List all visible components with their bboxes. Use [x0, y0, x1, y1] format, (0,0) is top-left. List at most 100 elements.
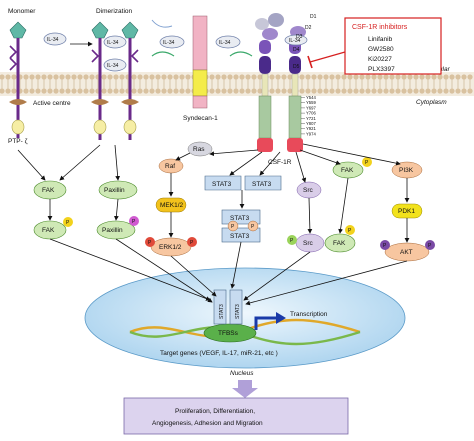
lipid-head: [227, 74, 233, 80]
lipid-head: [65, 88, 71, 94]
lipid-head: [431, 74, 437, 80]
il34-csf1r-label: IL-34: [289, 38, 301, 44]
inhibitor-item: Linifanib: [368, 36, 393, 43]
lipid-head: [371, 88, 377, 94]
lipid-head: [29, 88, 35, 94]
raf-node: Raf: [158, 158, 184, 174]
lipid-head: [59, 88, 65, 94]
lipid-head: [11, 74, 17, 80]
residue-label: Y706: [306, 111, 316, 116]
lipid-head: [35, 88, 41, 94]
lipid-head: [365, 88, 371, 94]
lipid-head: [161, 88, 167, 94]
lipid-head: [389, 88, 395, 94]
lipid-head: [299, 74, 305, 80]
src-node-a: Src: [296, 181, 322, 199]
fak-label: FAK: [333, 240, 346, 247]
paxillin-label: Paxillin: [102, 227, 123, 234]
lipid-head: [137, 74, 143, 80]
lipid-head: [245, 74, 251, 80]
lipid-head: [317, 74, 323, 80]
lipid-head: [233, 74, 239, 80]
lipid-head: [365, 74, 371, 80]
pi3k-label: PI3K: [399, 167, 414, 174]
stat3-nuclear-dimer: STAT3 STAT3: [213, 289, 243, 325]
outcome-box: Proliferation, Differentiation, Angiogen…: [123, 397, 349, 435]
lipid-head: [47, 74, 53, 80]
il34-ligand: IL-34: [43, 32, 67, 46]
lipid-head: [275, 74, 281, 80]
csf1r-label: CSF-1R: [268, 159, 292, 166]
lipid-head: [443, 88, 449, 94]
il34-syndecan-label-1: IL-34: [163, 40, 175, 46]
lipid-head: [77, 88, 83, 94]
lipid-head: [239, 88, 245, 94]
outcome-line-2: Angiogenesis, Adhesion and Migration: [152, 420, 263, 427]
lipid-head: [65, 74, 71, 80]
lipid-head: [173, 88, 179, 94]
inhibition-bar: [307, 55, 313, 69]
lipid-head: [47, 88, 53, 94]
lipid-head: [395, 88, 401, 94]
residue-label: Y974: [306, 131, 316, 136]
lipid-head: [467, 88, 473, 94]
lipid-head: [251, 74, 257, 80]
lipid-head: [257, 88, 263, 94]
d2-label: D2: [305, 25, 312, 31]
lipid-head: [437, 74, 443, 80]
syndecan-label: Syndecan-1: [183, 115, 218, 122]
lipid-head: [215, 88, 221, 94]
mek-label: MEK1/2: [160, 202, 184, 209]
pathway-arrows: [17, 143, 410, 306]
lipid-head: [101, 74, 107, 80]
fak-node-c: FAK P: [332, 157, 372, 179]
lipid-head: [155, 88, 161, 94]
lipid-head: [209, 88, 215, 94]
pi3k-node: PI3K: [391, 161, 423, 179]
lipid-head: [467, 74, 473, 80]
lipid-head: [341, 88, 347, 94]
lipid-head: [89, 88, 95, 94]
lipid-head: [437, 88, 443, 94]
phospho-label: P: [148, 240, 152, 246]
stat3-label: STAT3: [230, 215, 250, 222]
syndecan-1: IL-34 IL-34: [151, 15, 253, 109]
lipid-head: [227, 88, 233, 94]
lipid-head: [311, 74, 317, 80]
lipid-head: [185, 88, 191, 94]
lipid-head: [179, 88, 185, 94]
akt-label: AKT: [400, 249, 413, 256]
lipid-head: [329, 74, 335, 80]
lipid-head: [287, 88, 293, 94]
lipid-head: [29, 74, 35, 80]
ptp-label: PTP- ζ: [8, 138, 28, 145]
lipid-head: [359, 74, 365, 80]
phospho-label: P: [132, 219, 136, 225]
lipid-head: [281, 88, 287, 94]
lipid-head: [11, 88, 17, 94]
active-centre-label: Active centre: [33, 100, 71, 107]
nucleus: [84, 267, 406, 369]
target-genes-label: Target genes (VEGF, IL-17, miR-21, etc ): [160, 350, 278, 357]
lipid-head: [245, 88, 251, 94]
lipid-head: [5, 88, 11, 94]
lipid-head: [359, 88, 365, 94]
lipid-head: [119, 88, 125, 94]
lipid-head: [329, 88, 335, 94]
lipid-head: [281, 74, 287, 80]
erk-node: ERK1/2 P P: [145, 237, 197, 257]
residue-label: Y921: [306, 126, 316, 131]
lipid-head: [461, 74, 467, 80]
lipid-head: [185, 74, 191, 80]
lipid-head: [83, 88, 89, 94]
d3-label: D3: [296, 34, 303, 40]
inhibitor-item: PLX3397: [368, 66, 395, 73]
lipid-head: [5, 74, 11, 80]
src-label: Src: [303, 187, 314, 194]
lipid-head: [71, 74, 77, 80]
lipid-head: [161, 74, 167, 80]
lipid-head: [395, 74, 401, 80]
ras-node: Ras: [187, 141, 213, 157]
lipid-head: [107, 88, 113, 94]
